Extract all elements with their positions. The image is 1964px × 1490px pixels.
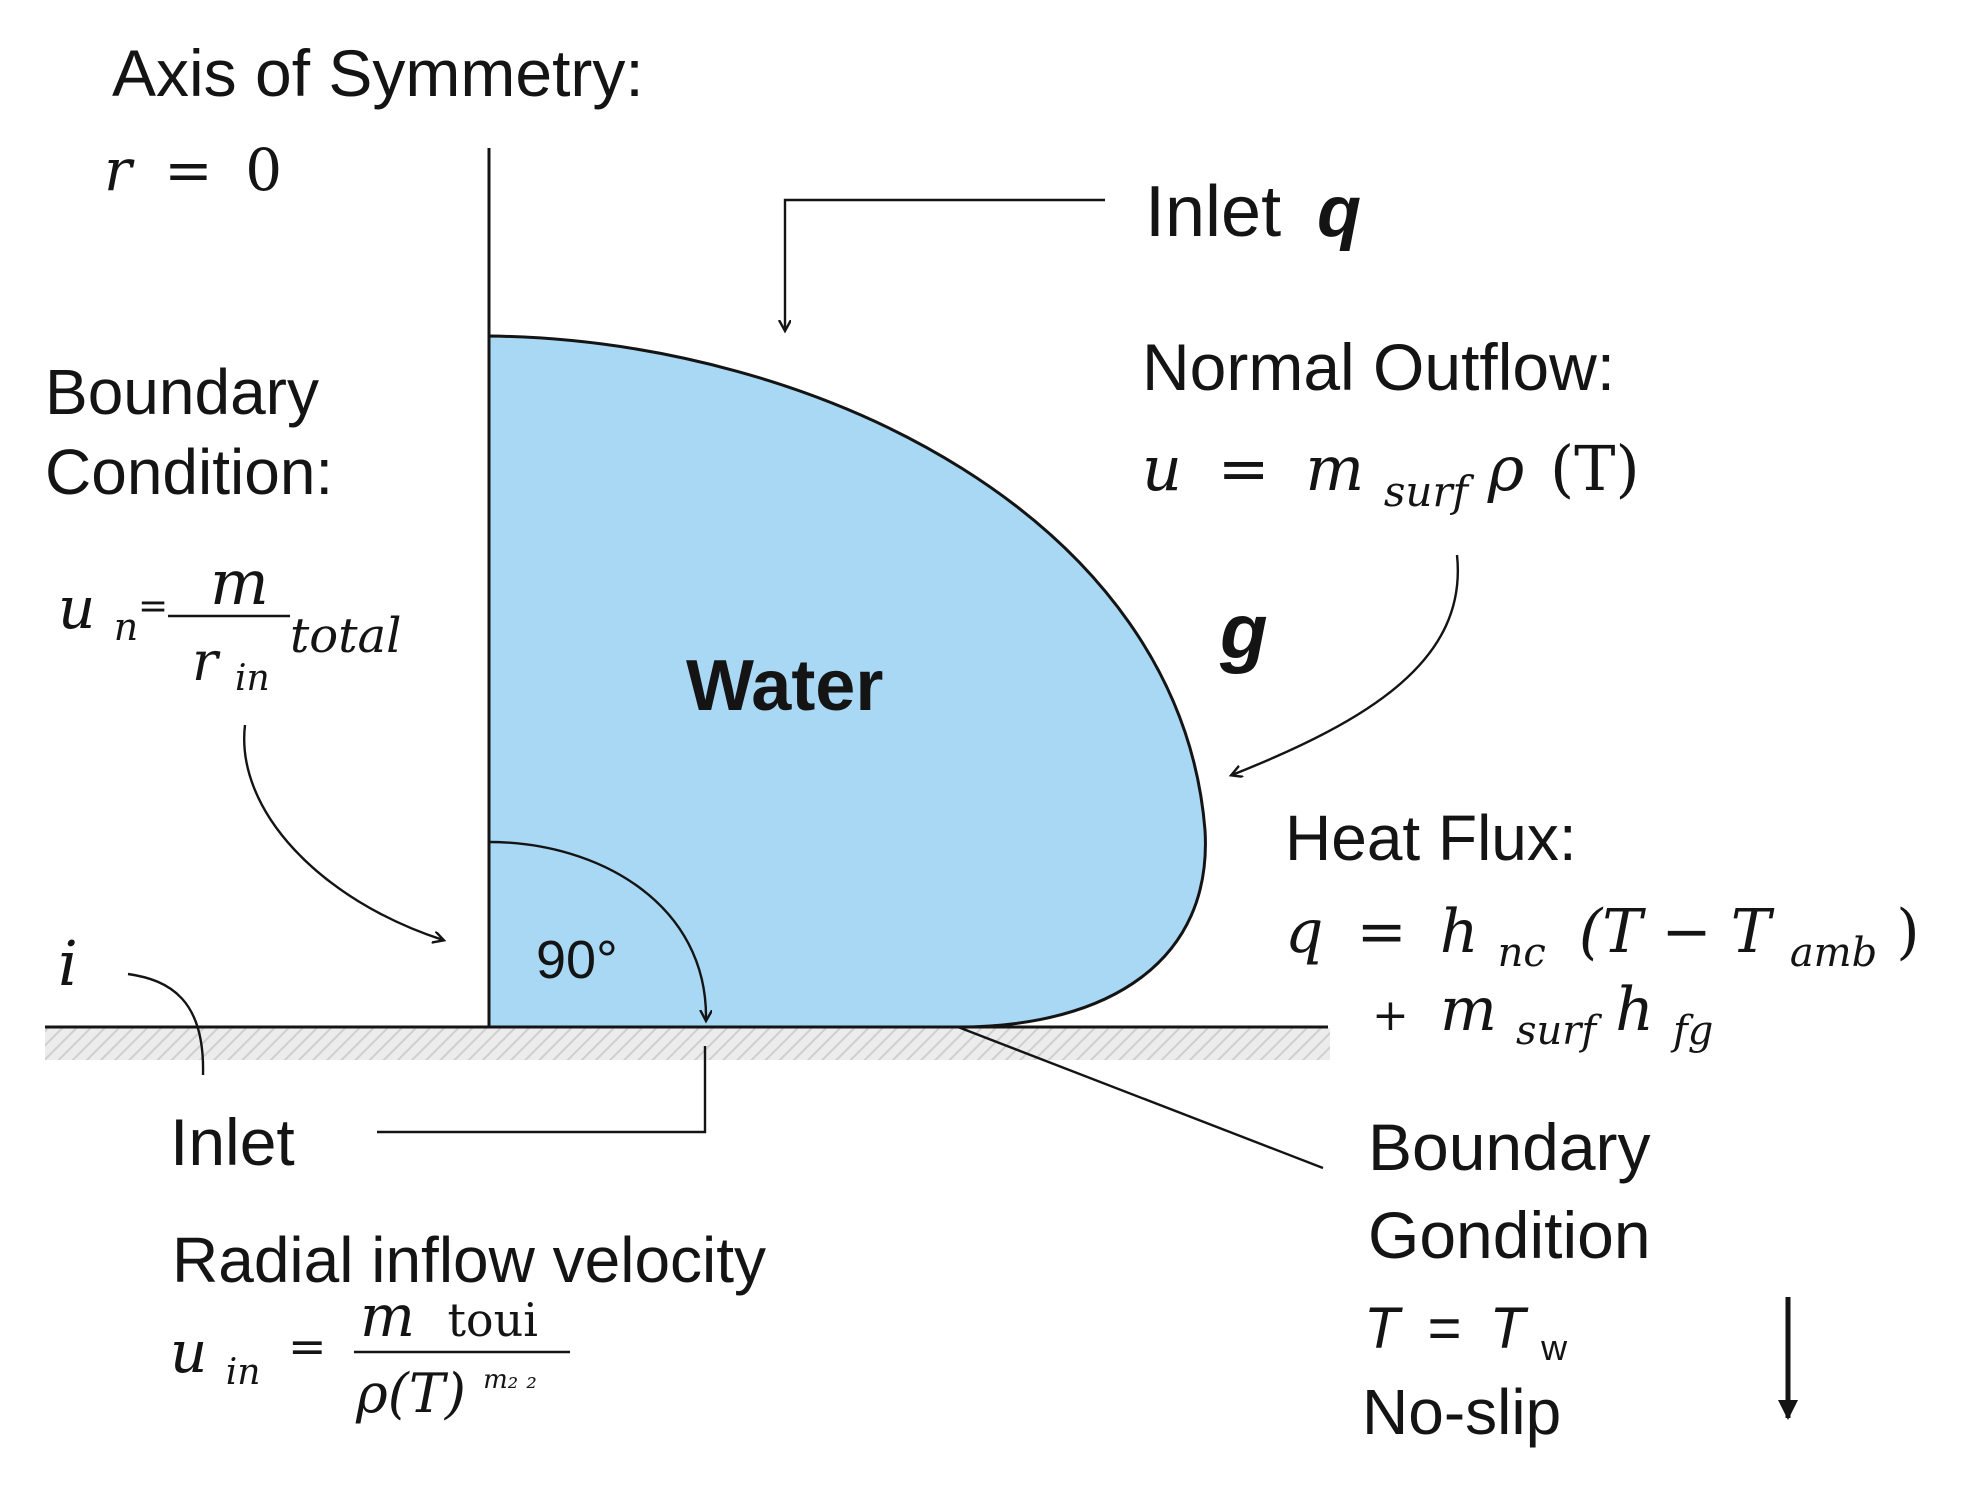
inlet-q-label: Inlet q [1145, 172, 1361, 252]
svg-text:r in: r in [192, 630, 270, 699]
boundary-right-leader [957, 1025, 1324, 1170]
gravity-label: g [1219, 587, 1268, 675]
boundary-right-line2: Gondition [1368, 1198, 1651, 1272]
angle-label: 90° [536, 930, 618, 990]
boundary-left-arrow [243, 724, 443, 940]
angle-arc [488, 840, 706, 1020]
svg-text:=: = [138, 586, 168, 627]
axis-equation: r = 0 [104, 136, 282, 204]
boundary-left-line1: Boundary [45, 356, 319, 428]
svg-text:u n: u n [58, 574, 138, 649]
substrate-hatch [45, 1028, 1330, 1060]
normal-outflow-equation: u = m surf ρ (T) [1142, 432, 1640, 521]
axis-title: Axis of Symmetry: [112, 36, 644, 110]
water-droplet [487, 334, 1207, 1029]
inlet-q-arrow [785, 198, 1105, 330]
heat-flux-equation-line1: q = h nc (T − T amb ) [1285, 897, 1920, 981]
svg-text:ρ(T) m₂ ₂: ρ(T) m₂ ₂ [355, 1362, 537, 1425]
normal-outflow-arrow [1232, 554, 1460, 775]
i-leader-line [127, 972, 205, 1076]
radial-title: Radial inflow velocity [172, 1224, 766, 1296]
svg-text:m toui: m toui [360, 1282, 538, 1350]
water-label: Water [686, 646, 883, 726]
boundary-right-line1: Boundary [1368, 1110, 1651, 1184]
i-label: i [58, 927, 78, 1000]
svg-text:total: total [290, 608, 401, 664]
boundary-left-line2: Condition: [45, 436, 333, 508]
svg-text:u in: u in [170, 1318, 261, 1393]
no-slip-label: No-slip [1362, 1376, 1561, 1448]
radial-equation: u in = m toui ρ(T) m₂ ₂ [170, 1282, 570, 1425]
inlet-label: Inlet [170, 1105, 295, 1179]
boundary-right-equation: T = T w [1364, 1296, 1568, 1368]
normal-outflow-title: Normal Outflow: [1142, 330, 1615, 404]
inlet-leader-line [377, 1046, 707, 1134]
boundary-left-equation: u n = m r in total [58, 546, 401, 699]
heat-flux-equation-line2: + m surf h fg [1372, 975, 1713, 1059]
svg-text:=: = [288, 1319, 327, 1373]
heat-flux-title: Heat Flux: [1285, 802, 1577, 874]
svg-text:m: m [210, 546, 269, 619]
